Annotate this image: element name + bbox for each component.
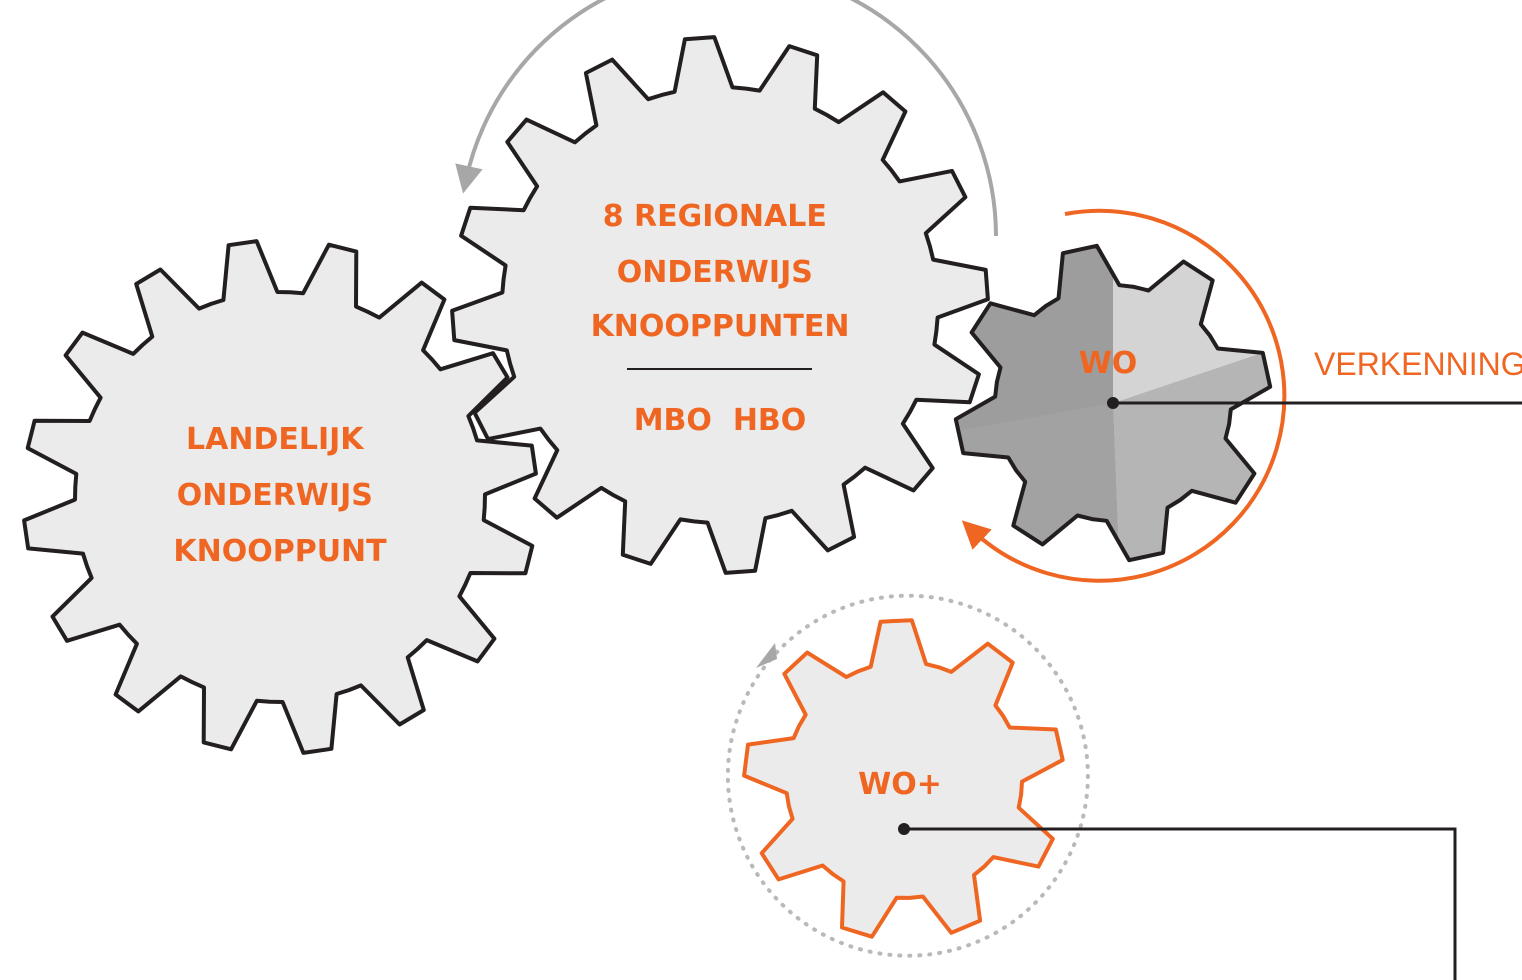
gear-wo-plus	[742, 618, 1065, 939]
regionale-sub-label: MBO HBO	[634, 403, 807, 438]
regionale-label: 8 REGIONALE ONDERWIJS KNOOPPUNTEN	[591, 199, 850, 344]
wo-label: WO	[1079, 346, 1138, 381]
regionale-line-3: KNOOPPUNTEN	[591, 309, 850, 344]
regionale-rotation-arrow	[455, 0, 998, 237]
wo-rotation-arrow	[961, 208, 1287, 583]
wo-plus-arrow-head	[756, 643, 777, 668]
gear-landelijk	[22, 239, 538, 755]
landelijk-line-2: ONDERWIJS	[177, 478, 373, 513]
gear-regionale	[450, 35, 990, 575]
landelijk-label: LANDELIJK ONDERWIJS KNOOPPUNT	[173, 422, 387, 569]
regionale-line-1: 8 REGIONALE	[603, 199, 827, 234]
wo-plus-rotation-arrow	[725, 593, 1090, 958]
gear-wo-outline	[953, 243, 1273, 563]
landelijk-line-1: LANDELIJK	[186, 422, 365, 457]
wo-plus-connector	[904, 827, 1457, 980]
regionale-line-2: ONDERWIJS	[617, 255, 813, 290]
wo-center-dot	[1107, 397, 1119, 409]
wo-plus-center-dot	[898, 823, 910, 835]
landelijk-line-3: KNOOPPUNT	[173, 534, 387, 569]
wo-plus-label: WO+	[858, 767, 942, 802]
verkenning-label: VERKENNING	[1314, 346, 1522, 382]
